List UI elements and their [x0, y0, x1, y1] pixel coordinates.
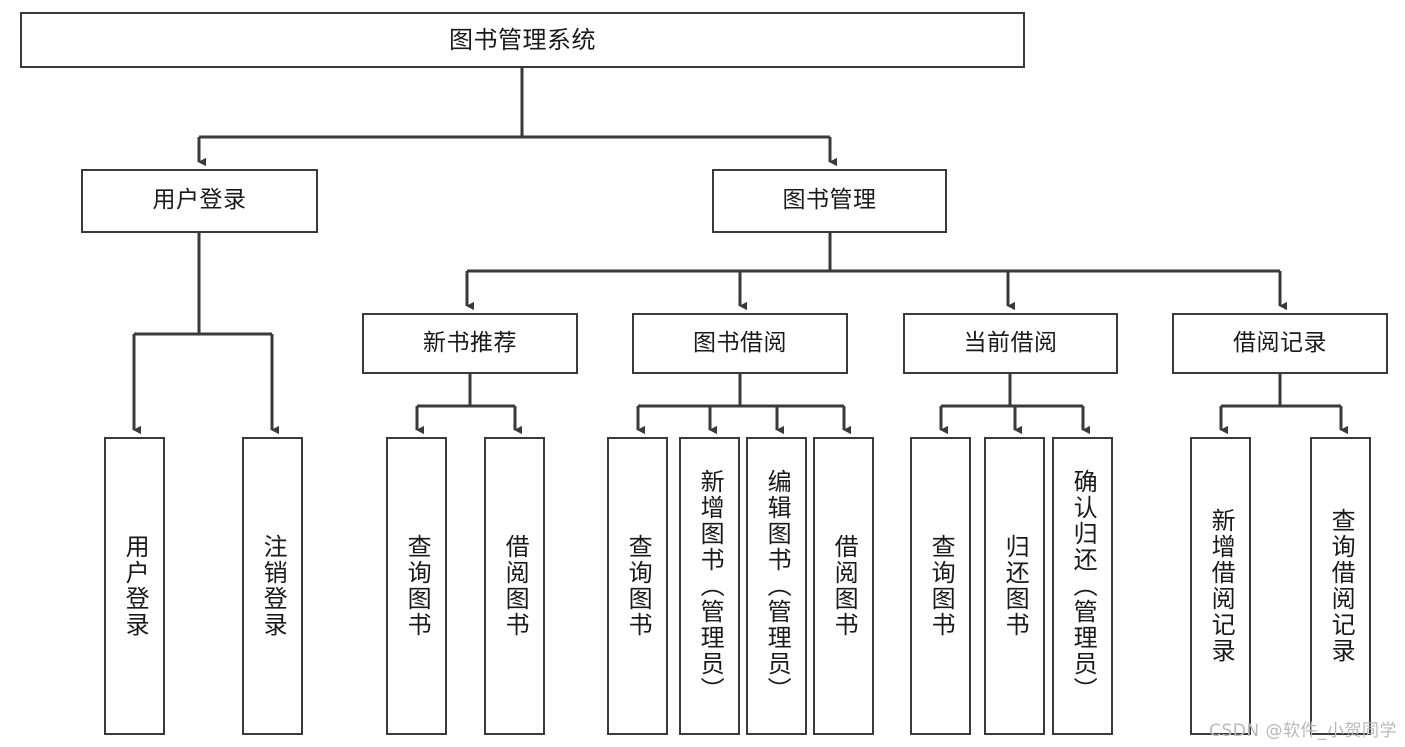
node-new-book-recommend[interactable]: 新书推荐 [362, 313, 578, 374]
node-root[interactable]: 图书管理系统 [20, 12, 1025, 68]
node-leaf-return-book-label: 归还图书 [1001, 534, 1030, 638]
node-leaf-query-book-1-label: 查询图书 [403, 534, 432, 638]
node-leaf-query-record-label: 查询借阅记录 [1327, 508, 1356, 664]
node-leaf-add-record[interactable]: 新增借阅记录 [1190, 437, 1251, 735]
node-leaf-query-book-2[interactable]: 查询图书 [607, 437, 668, 735]
node-leaf-confirm-return-label: 确认归还（管理员） [1069, 469, 1098, 703]
node-root-label: 图书管理系统 [449, 25, 596, 54]
node-leaf-logout[interactable]: 注销登录 [242, 437, 303, 735]
node-leaf-user-login-label: 用户登录 [121, 534, 150, 638]
node-leaf-query-book-1[interactable]: 查询图书 [386, 437, 447, 735]
node-user-login-label: 用户登录 [152, 187, 247, 214]
node-leaf-add-book[interactable]: 新增图书（管理员） [679, 437, 740, 735]
node-leaf-edit-book[interactable]: 编辑图书（管理员） [746, 437, 807, 735]
node-leaf-add-record-label: 新增借阅记录 [1207, 508, 1236, 664]
node-leaf-query-record[interactable]: 查询借阅记录 [1310, 437, 1371, 735]
node-book-borrow[interactable]: 图书借阅 [632, 313, 848, 374]
node-leaf-confirm-return[interactable]: 确认归还（管理员） [1052, 437, 1113, 735]
node-book-borrow-label: 图书借阅 [693, 329, 787, 356]
node-leaf-user-login[interactable]: 用户登录 [104, 437, 165, 735]
node-new-book-recommend-label: 新书推荐 [423, 329, 517, 356]
csdn-watermark: CSDN @软件_小贺同学 [1209, 721, 1397, 741]
node-borrow-record-label: 借阅记录 [1233, 329, 1327, 356]
node-leaf-add-book-label: 新增图书（管理员） [696, 469, 725, 703]
node-current-borrow[interactable]: 当前借阅 [903, 313, 1118, 374]
node-leaf-borrow-book-1[interactable]: 借阅图书 [484, 437, 545, 735]
node-leaf-edit-book-label: 编辑图书（管理员） [763, 469, 792, 703]
node-leaf-logout-label: 注销登录 [259, 534, 288, 638]
node-leaf-borrow-book-1-label: 借阅图书 [501, 534, 530, 638]
node-leaf-query-book-3-label: 查询图书 [927, 534, 956, 638]
node-borrow-record[interactable]: 借阅记录 [1172, 313, 1388, 374]
node-leaf-borrow-book-2[interactable]: 借阅图书 [813, 437, 874, 735]
node-leaf-borrow-book-2-label: 借阅图书 [830, 534, 859, 638]
node-leaf-query-book-3[interactable]: 查询图书 [910, 437, 971, 735]
node-leaf-return-book[interactable]: 归还图书 [984, 437, 1045, 735]
node-leaf-query-book-2-label: 查询图书 [624, 534, 653, 638]
node-current-borrow-label: 当前借阅 [963, 329, 1058, 356]
node-book-manage[interactable]: 图书管理 [712, 169, 947, 233]
node-book-manage-label: 图书管理 [782, 187, 877, 214]
node-user-login[interactable]: 用户登录 [81, 169, 318, 233]
